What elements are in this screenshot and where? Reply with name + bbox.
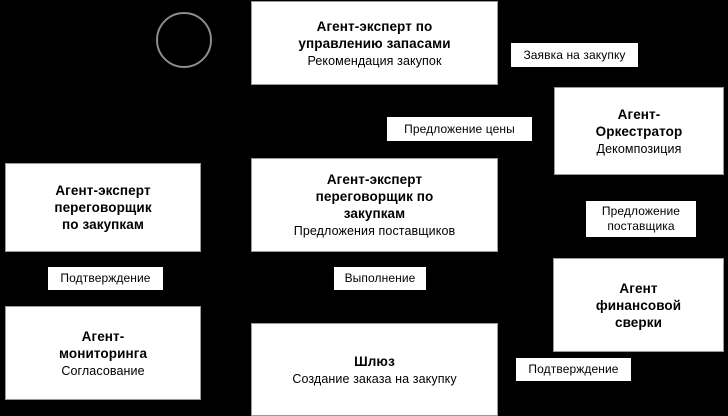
node-gateway[interactable]: Шлюз Создание заказа на закупку (251, 323, 498, 416)
node-subtitle: Предложения поставщиков (293, 224, 456, 238)
node-title-line-3: по закупкам (62, 217, 144, 232)
edge-label-text: Подтверждение (528, 362, 619, 376)
edge-label-price-offer: Предложение цены (387, 117, 532, 141)
edge-label-purchase-request: Заявка на закупку (511, 43, 638, 67)
node-negotiator-agent-center[interactable]: Агент-эксперт переговорщик по закупкам П… (251, 158, 498, 252)
edge-label-confirmation-left: Подтверждение (48, 267, 163, 290)
node-negotiator-agent-left[interactable]: Агент-эксперт переговорщик по закупкам (5, 163, 201, 252)
node-title-line-2: Оркестратор (595, 123, 683, 139)
node-title-line-1: Шлюз (354, 353, 395, 369)
edge-label-text-line-2: поставщика (607, 219, 675, 233)
node-title-line-1: Агент (619, 280, 658, 296)
node-title-line-2: управлению запасами (298, 35, 451, 51)
edge-label-confirmation-right: Подтверждение (516, 358, 631, 381)
edge-label-text: Выполнение (344, 271, 416, 285)
edge-label-supplier-offer: Предложение поставщика (586, 201, 696, 237)
node-title-line-2: мониторинга (58, 345, 148, 361)
node-title-line-1: Агент- (81, 328, 125, 344)
node-title-line-2: переговорщик (54, 200, 152, 215)
node-title-line-1: Агент-эксперт по (316, 18, 433, 34)
circle-shape (156, 12, 212, 68)
node-title-line-1: Агент- (617, 106, 661, 122)
node-title-line-3: закупкам (343, 206, 406, 221)
edge-label-execution: Выполнение (334, 267, 426, 290)
node-subtitle: Декомпозиция (596, 141, 682, 156)
node-subtitle: Рекомендация закупок (307, 53, 442, 68)
node-title-line-1: Агент-эксперт (326, 172, 423, 187)
node-orchestrator-agent[interactable]: Агент- Оркестратор Декомпозиция (554, 87, 724, 175)
node-title-line-2: переговорщик по (315, 189, 434, 204)
node-subtitle: Согласование (61, 363, 145, 378)
node-title-line-3: сверки (614, 314, 663, 330)
node-inventory-agent[interactable]: Агент-эксперт по управлению запасами Рек… (251, 1, 498, 85)
node-monitoring-agent[interactable]: Агент- мониторинга Согласование (5, 306, 201, 400)
edge-label-text: Подтверждение (60, 271, 151, 285)
node-finance-agent[interactable]: Агент финансовой сверки (553, 258, 724, 352)
edge-label-text-line-1: Предложение (601, 204, 681, 218)
node-subtitle: Создание заказа на закупку (292, 371, 457, 386)
edge-label-text: Предложение цены (404, 121, 515, 136)
edge-label-text: Заявка на закупку (523, 47, 626, 62)
node-title-line-2: финансовой (595, 297, 682, 313)
node-title-line-1: Агент-эксперт (55, 183, 151, 198)
